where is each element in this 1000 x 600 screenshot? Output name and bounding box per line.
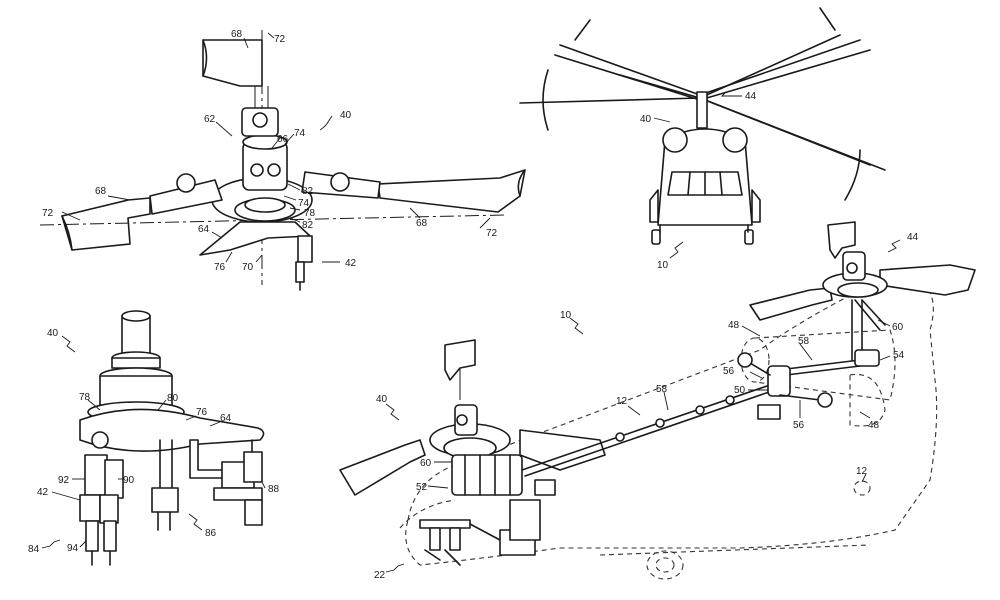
ref-74: 74 — [294, 128, 306, 139]
ref-50: 50 — [734, 385, 746, 396]
ref-82: 82 — [302, 186, 314, 197]
ref-84: 84 — [28, 544, 40, 555]
ref-72: 72 — [486, 228, 498, 239]
ref-22: 22 — [374, 570, 386, 581]
ref-76: 76 — [196, 407, 208, 418]
swashplate-figure — [79, 310, 265, 566]
ref-42: 42 — [345, 258, 357, 269]
tandem-helicopter-figure — [339, 221, 976, 580]
ref-40: 40 — [376, 394, 388, 405]
ref-56: 56 — [793, 420, 805, 431]
ref-64: 64 — [198, 224, 210, 235]
ref-40: 40 — [47, 328, 59, 339]
ref-68: 68 — [416, 218, 428, 229]
ref-44: 44 — [907, 232, 919, 243]
ref-54: 54 — [893, 350, 905, 361]
ref-12: 12 — [616, 396, 628, 407]
ref-90: 90 — [123, 475, 135, 486]
ref-74: 74 — [298, 198, 310, 209]
ref-60: 60 — [892, 322, 904, 333]
ref-56: 56 — [723, 366, 735, 377]
ref-88: 88 — [268, 484, 280, 495]
numeral-text: 68 72 62 40 66 74 68 72 82 74 78 82 64 7… — [28, 29, 919, 581]
ref-72: 72 — [42, 208, 54, 219]
ref-66: 66 — [277, 134, 289, 145]
ref-48: 48 — [868, 420, 880, 431]
ref-68: 68 — [231, 29, 243, 40]
ref-52: 52 — [416, 482, 428, 493]
helicopter-front-figure — [519, 7, 886, 245]
ref-92: 92 — [58, 475, 70, 486]
ref-42: 42 — [37, 487, 49, 498]
rotor-head-figure — [39, 30, 526, 291]
ref-80: 80 — [167, 393, 179, 404]
ref-10: 10 — [560, 310, 572, 321]
ref-60: 60 — [420, 458, 432, 469]
ref-48: 48 — [728, 320, 740, 331]
ref-12: 12 — [856, 466, 868, 477]
ref-40: 40 — [340, 110, 352, 121]
ref-72: 72 — [274, 34, 286, 45]
ref-10: 10 — [657, 260, 669, 271]
ref-58: 58 — [656, 384, 668, 395]
ref-94: 94 — [67, 543, 79, 554]
ref-78: 78 — [79, 392, 91, 403]
ref-62: 62 — [204, 114, 216, 125]
ref-78: 78 — [304, 208, 316, 219]
ref-58: 58 — [798, 336, 810, 347]
ref-76: 76 — [214, 262, 226, 273]
ref-40: 40 — [640, 114, 652, 125]
ref-64: 64 — [220, 413, 232, 424]
ref-44: 44 — [745, 91, 757, 102]
reference-numerals — [41, 32, 901, 573]
ref-82: 82 — [302, 220, 314, 231]
ref-86: 86 — [205, 528, 217, 539]
ref-68: 68 — [95, 186, 107, 197]
ref-70: 70 — [242, 262, 254, 273]
